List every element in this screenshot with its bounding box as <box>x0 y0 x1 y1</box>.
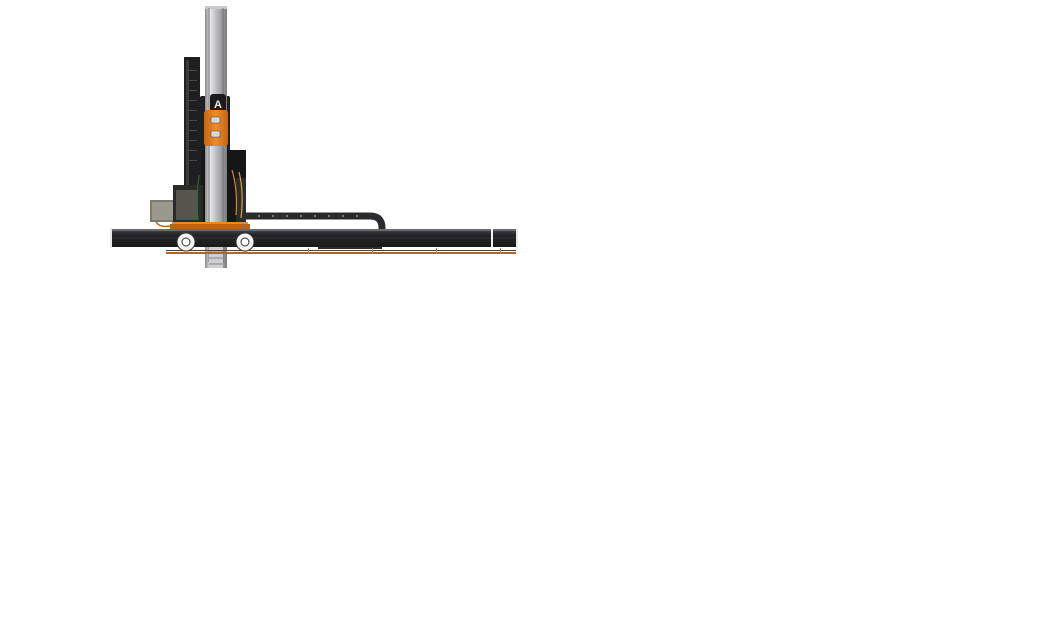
pulley-left <box>176 232 196 252</box>
brand-logo: A <box>210 94 226 112</box>
orange-carriage <box>204 110 228 146</box>
rear-column <box>184 57 200 227</box>
carriage-base <box>170 222 250 229</box>
pulley-right <box>235 232 255 252</box>
carriage-cables <box>196 169 243 221</box>
drive-motor <box>150 185 203 228</box>
logo-glyph: A <box>214 99 222 111</box>
horizontal-base-beam <box>110 228 518 248</box>
